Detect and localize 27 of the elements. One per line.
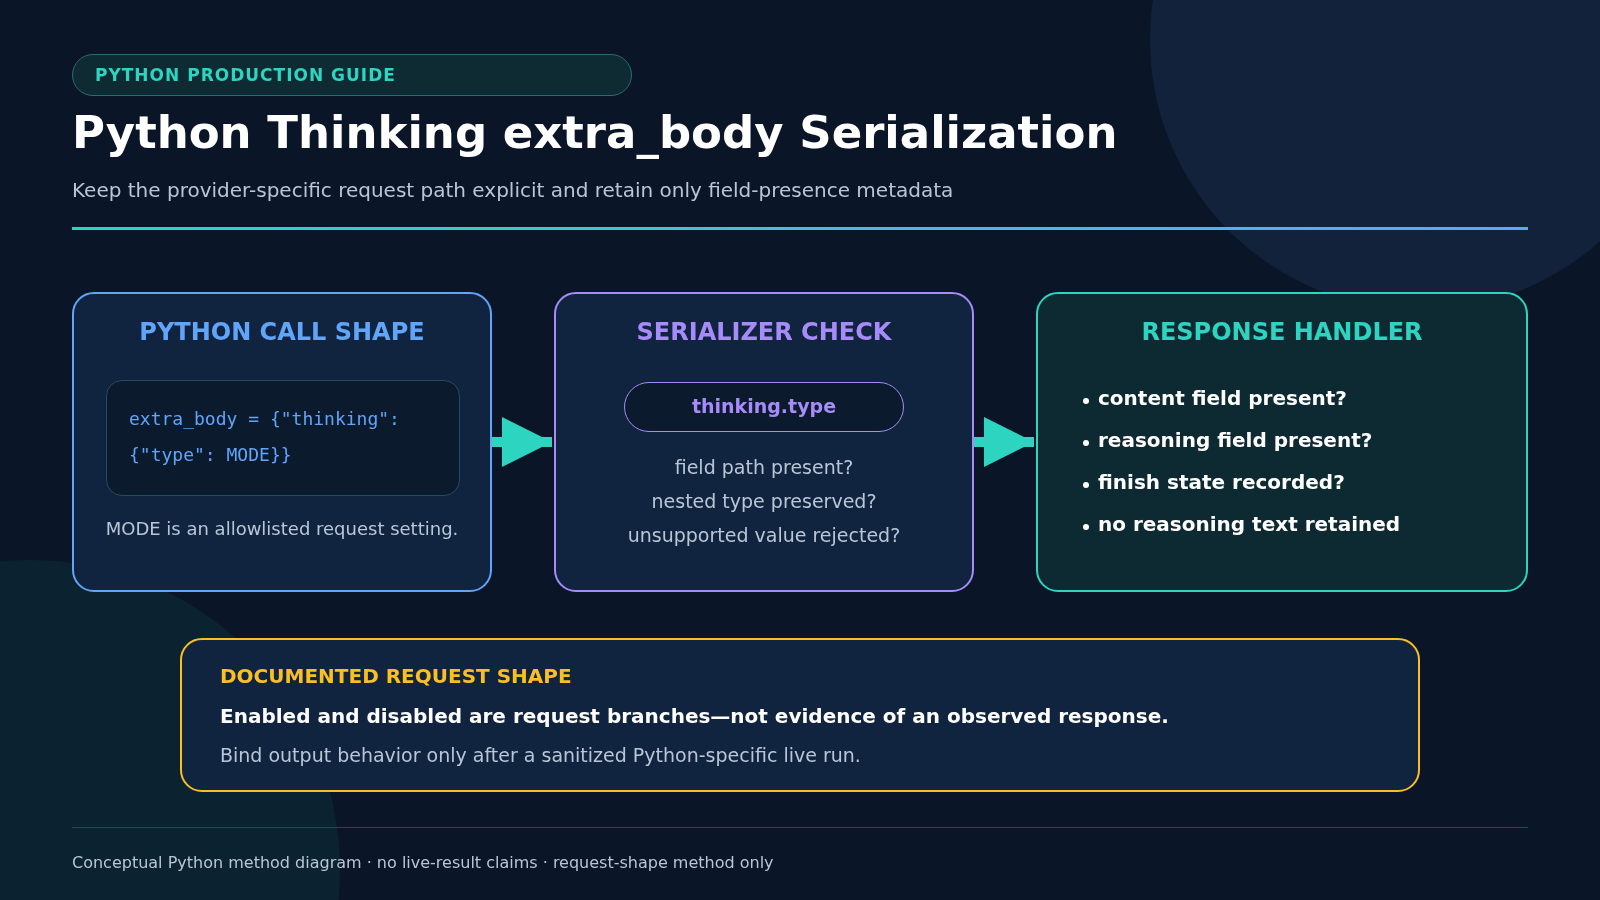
arrow	[492, 417, 552, 467]
footer-note: Conceptual Python method diagram · no live-result claims · request-shape method only	[72, 853, 775, 872]
checklist-item: reasoning field present?	[1098, 428, 1373, 452]
checklist-item: content field present?	[1098, 386, 1347, 410]
process-card	[554, 292, 974, 592]
checklist-item: no reasoning text retained	[1098, 512, 1401, 536]
field-pill: thinking.type	[624, 382, 904, 432]
card-note: MODE is an allowlisted request setting.	[104, 518, 460, 539]
check-question: nested type preserved?	[650, 490, 878, 512]
card-statement: Enabled and disabled are request branches—not evidence of an observed response.	[220, 704, 1170, 728]
guide-badge: PYTHON PRODUCTION GUIDE	[72, 54, 632, 96]
code-block	[106, 380, 460, 496]
card-heading: SERIALIZER CHECK	[635, 318, 893, 346]
code-text: extra_body = {"thinking": {"type": MODE}}	[129, 408, 400, 465]
card-note: Bind output behavior only after a sanitized Python-specific live run.	[220, 744, 862, 766]
card-heading: DOCUMENTED REQUEST SHAPE	[220, 664, 572, 688]
title: Python Thinking extra_body Serialization	[72, 105, 1119, 161]
check-question: field path present?	[673, 456, 855, 478]
check-question: unsupported value rejected?	[626, 524, 902, 546]
card-heading: PYTHON CALL SHAPE	[138, 318, 426, 346]
note-card	[180, 638, 1420, 792]
process-card	[72, 292, 492, 592]
subtitle: Keep the provider-specific request path explicit and retain only field-presence metadata	[72, 178, 955, 202]
process-card	[1036, 292, 1528, 592]
card-heading: RESPONSE HANDLER	[1140, 318, 1424, 346]
arrow	[974, 417, 1034, 467]
checklist-item: finish state recorded?	[1098, 470, 1345, 494]
